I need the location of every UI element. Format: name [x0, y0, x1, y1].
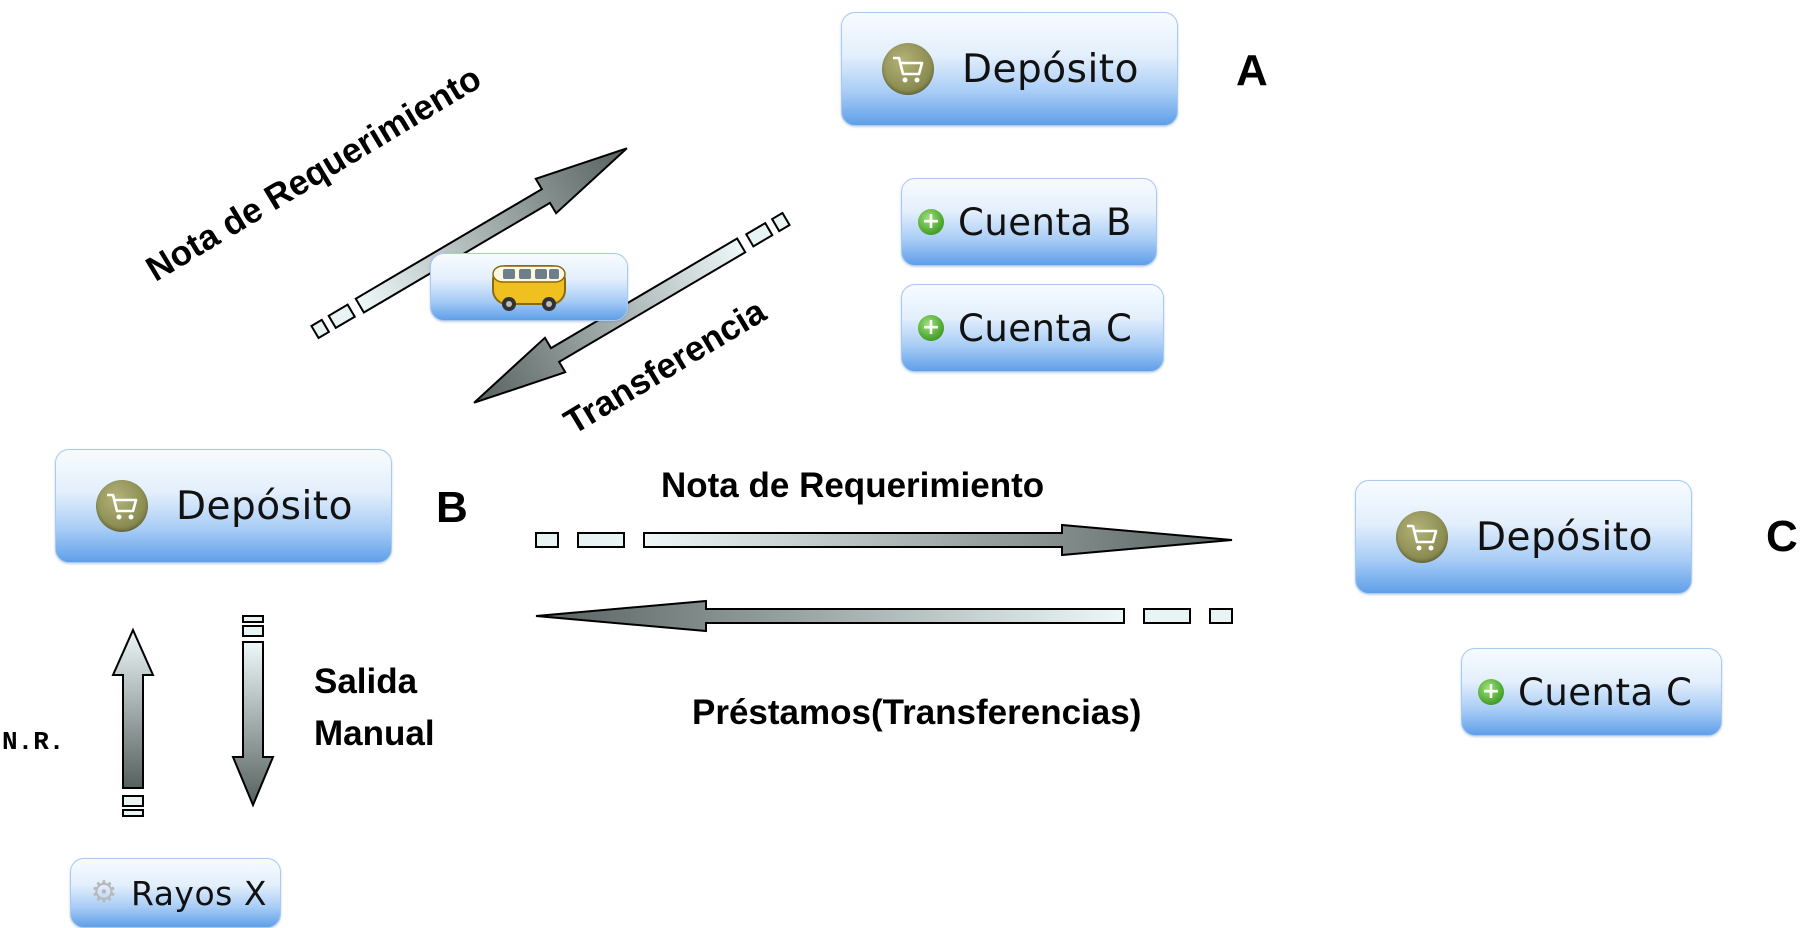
arrow-b-to-a [310, 147, 628, 340]
deposito-c-button[interactable]: Depósito [1355, 480, 1692, 594]
label-nota-requerimiento-bc: Nota de Requerimiento [661, 466, 1045, 505]
deposito-a-label: Depósito [962, 46, 1139, 92]
arrow-dash [535, 532, 559, 548]
arrow-shaft-head [111, 627, 155, 789]
shopping-cart-icon [96, 480, 148, 532]
cuenta-c-c-button[interactable]: + Cuenta C [1461, 648, 1722, 736]
arrow-shaft-head [535, 599, 1125, 633]
plus-icon: + [918, 209, 944, 235]
arrow-c-to-b [535, 599, 1233, 633]
arrow-dash [122, 795, 144, 807]
cuenta-c-a-label: Cuenta C [958, 306, 1133, 350]
label-salida-manual-line2: Manual [314, 714, 435, 753]
arrow-shaft-head [354, 147, 628, 314]
shopping-cart-icon [1396, 511, 1448, 563]
arrow-b-to-rayos [231, 615, 275, 808]
deposito-c-label: Depósito [1476, 514, 1653, 560]
arrow-dash [1209, 608, 1233, 624]
arrow-b-to-c [535, 523, 1233, 557]
deposito-a-button[interactable]: Depósito [841, 12, 1178, 126]
gear-icon: ⚙ [90, 875, 118, 910]
cuenta-b-button[interactable]: + Cuenta B [901, 178, 1157, 266]
letter-b: B [436, 483, 468, 532]
arrow-dash [242, 615, 264, 623]
van-node[interactable] [430, 253, 628, 321]
arrow-dash [122, 809, 144, 817]
arrow-shaft-head [643, 523, 1233, 557]
deposito-b-button[interactable]: Depósito [55, 449, 392, 563]
cuenta-b-label: Cuenta B [958, 200, 1132, 244]
plus-icon: + [1478, 679, 1504, 705]
cuenta-c-c-label: Cuenta C [1518, 670, 1693, 714]
deposito-b-label: Depósito [176, 483, 353, 529]
arrow-dash [744, 221, 774, 248]
shopping-cart-icon [882, 43, 934, 95]
rayos-x-button[interactable]: ⚙ Rayos X [70, 858, 281, 928]
arrow-shaft-head [231, 641, 275, 808]
letter-c: C [1766, 512, 1798, 561]
arrow-dash [770, 211, 791, 233]
arrow-dash [327, 303, 357, 330]
arrow-dash [1143, 608, 1191, 624]
van-icon [492, 265, 566, 311]
label-prestamos: Préstamos(Transferencias) [692, 693, 1142, 732]
arrow-dash [577, 532, 625, 548]
plus-icon: + [918, 315, 944, 341]
letter-a: A [1236, 46, 1268, 95]
arrow-rayos-to-b [111, 627, 155, 817]
label-salida-manual-line1: Salida [314, 662, 418, 701]
rayos-x-label: Rayos X [131, 873, 267, 913]
arrow-dash [310, 318, 331, 340]
arrow-dash [242, 625, 264, 637]
label-nr: N.R. [2, 727, 65, 757]
cuenta-c-a-button[interactable]: + Cuenta C [901, 284, 1164, 372]
